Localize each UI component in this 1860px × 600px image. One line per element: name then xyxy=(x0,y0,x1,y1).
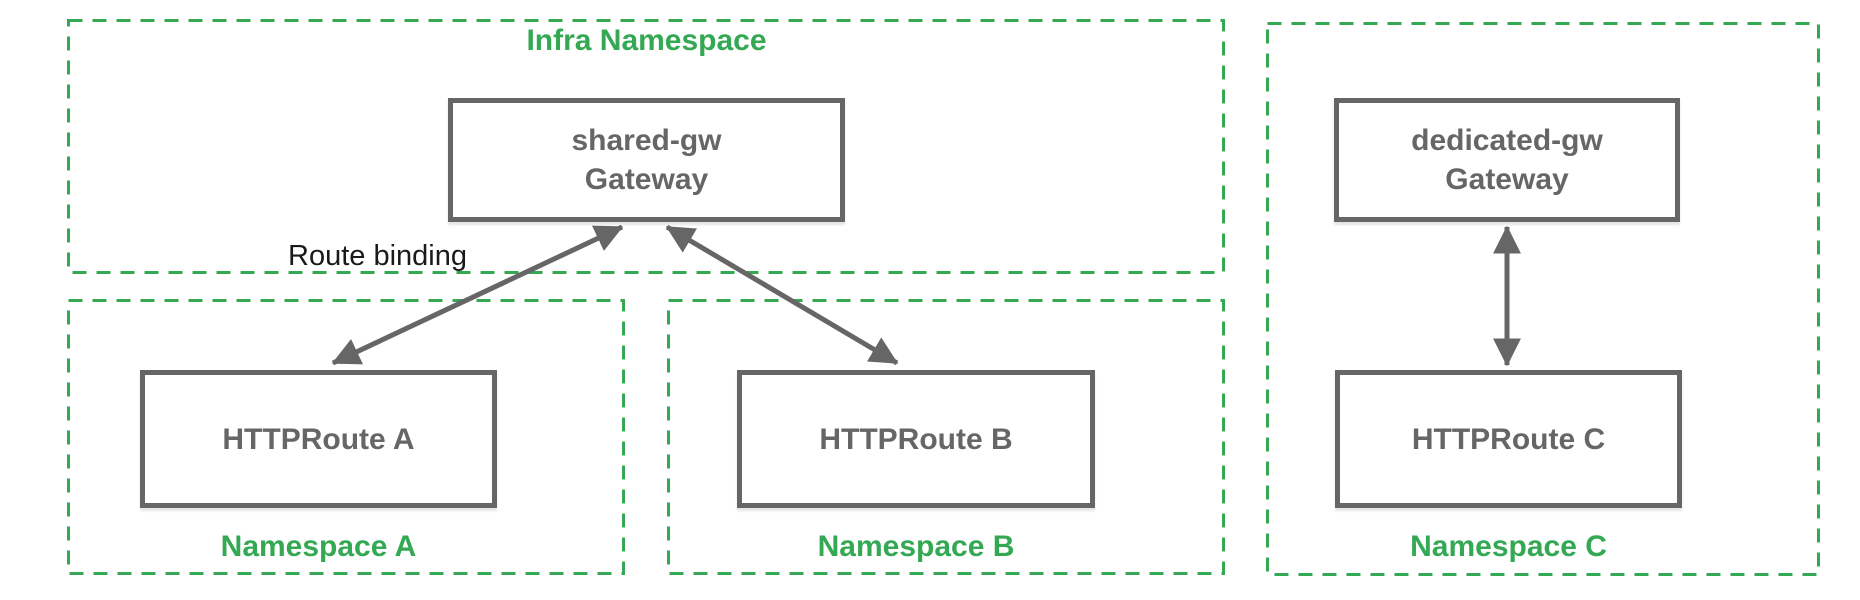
httproute-c-node: HTTPRoute C xyxy=(1335,370,1682,508)
httproute-a-node: HTTPRoute A xyxy=(140,370,497,508)
gateway-name: dedicated-gw xyxy=(1411,124,1603,157)
shared-gw-gateway-node: shared-gw Gateway xyxy=(448,98,845,222)
namespace-c-border xyxy=(1266,22,1820,576)
route-a-to-shared-gw-arrow xyxy=(331,224,624,366)
namespace-b-border xyxy=(667,299,1225,575)
route-binding-label: Route binding xyxy=(288,240,467,272)
namespace-b-label: Namespace B xyxy=(817,530,1015,563)
httproute-label: HTTPRoute C xyxy=(1411,422,1606,456)
dedicated-gw-gateway-node: dedicated-gw Gateway xyxy=(1334,98,1680,222)
httproute-label: HTTPRoute B xyxy=(819,422,1013,456)
namespace-a-label: Namespace A xyxy=(220,530,417,563)
infra-namespace-border xyxy=(67,19,1225,274)
gateway-kind: Gateway xyxy=(1445,163,1569,196)
httproute-label: HTTPRoute A xyxy=(222,422,415,456)
gateway-kind: Gateway xyxy=(584,163,709,196)
namespace-c-label: Namespace C xyxy=(1410,530,1607,563)
gateway-name: shared-gw xyxy=(571,124,722,157)
httproute-b-node: HTTPRoute B xyxy=(737,370,1095,508)
infra-namespace-label: Infra Namespace xyxy=(526,24,767,57)
route-b-to-shared-gw-arrow xyxy=(665,224,899,366)
